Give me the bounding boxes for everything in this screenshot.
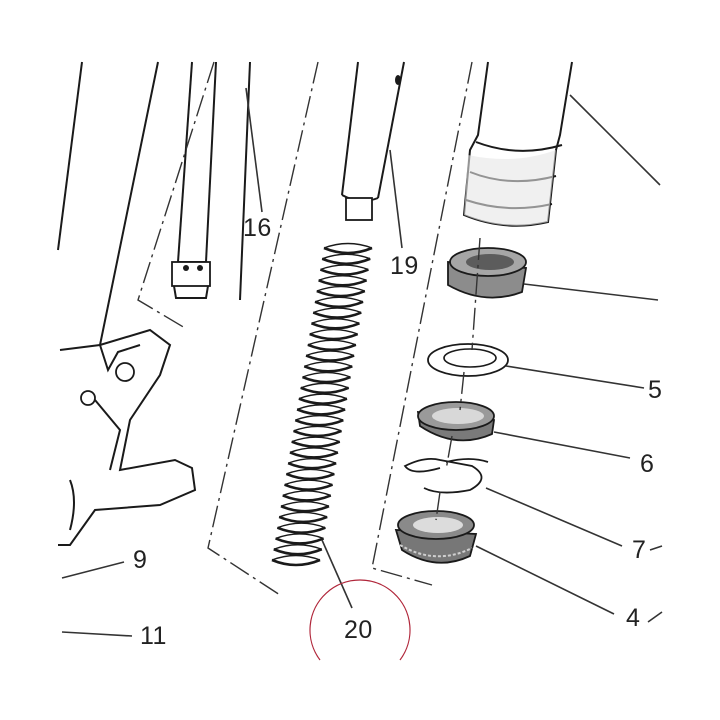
spring-coil-front (291, 440, 341, 448)
spring-coil-back (273, 544, 323, 550)
part-4-wiper (394, 510, 478, 564)
spring-coil-back (323, 242, 373, 249)
spring-coil-front (303, 365, 353, 373)
spring-coil-back (287, 457, 337, 464)
part-7-circlip (403, 457, 489, 494)
spring-coil-back (316, 285, 366, 292)
part-16-rod (171, 61, 251, 301)
spring-coil-back (289, 447, 339, 454)
spring-coil-front (316, 289, 366, 298)
spring-coil-back (311, 318, 360, 324)
spring-coil-back (271, 554, 321, 561)
callout-16: 16 (243, 214, 272, 242)
spring-coil-back (282, 490, 332, 497)
spring-coil-front (294, 418, 344, 427)
spring-coil-back (300, 382, 349, 389)
callout-9: 9 (133, 546, 148, 574)
spring-coil-back (305, 350, 355, 357)
spring-coil-front (284, 483, 334, 491)
callout-highlight-circle (309, 579, 411, 661)
spring-coil-back (321, 253, 371, 260)
spring-coil-back (275, 533, 324, 540)
spring-coil-front (275, 537, 325, 545)
spring-coil-back (312, 307, 362, 314)
spring-coil-front (287, 461, 337, 470)
fork-leg-left (57, 61, 197, 546)
spring-coil-front (280, 505, 330, 513)
callout-11: 11 (140, 622, 167, 650)
leader-lines (61, 87, 663, 637)
spring-coil-back (298, 393, 348, 400)
spring-coil-front (298, 397, 348, 405)
outer-slider (462, 61, 573, 227)
part-20-spring (271, 242, 373, 567)
spring-coil-front (271, 558, 321, 567)
part-washer (427, 343, 509, 377)
spring-coil-front (301, 375, 351, 384)
spring-coil-back (293, 425, 342, 432)
callout-19: 19 (390, 252, 419, 280)
callout-5: 5 (648, 376, 663, 404)
spring-coil-front (321, 257, 371, 266)
spring-coil-front (282, 494, 332, 502)
callout-4: 4 (626, 604, 641, 632)
callout-6: 6 (640, 450, 655, 478)
spring-coil-back (286, 468, 335, 475)
spring-coil-front (305, 354, 355, 362)
part-5-bushing (447, 247, 528, 299)
spring-coil-back (296, 404, 346, 411)
spring-coil-front (312, 311, 362, 319)
spring-coil-front (300, 386, 350, 395)
spring-coil-front (285, 472, 335, 481)
spring-coil-front (310, 322, 360, 330)
callout-20: 20 (344, 616, 373, 644)
spring-coil-back (291, 436, 340, 443)
spring-coil-back (278, 511, 328, 518)
spring-coil-front (309, 332, 359, 341)
spring-coil-front (273, 548, 323, 556)
spring-coil-back (307, 339, 357, 346)
spring-coil-back (304, 361, 353, 368)
spring-coil-back (280, 501, 330, 507)
spring-coil-front (276, 526, 326, 535)
spring-coil-back (314, 296, 364, 303)
assembly-axis-lines (137, 61, 481, 596)
spring-coil-front (318, 279, 368, 287)
spring-coil-back (318, 275, 367, 281)
spring-coil-front (278, 515, 328, 524)
spring-coil-back (295, 414, 344, 421)
spring-coil-back (302, 371, 351, 378)
spring-coil-back (320, 264, 369, 271)
spring-coil-front (314, 300, 364, 309)
spring-coil-front (319, 268, 369, 276)
part-19-tube (341, 61, 405, 221)
part-6-seal (416, 401, 496, 442)
spring-coil-back (277, 522, 326, 529)
spring-coil-front (289, 451, 339, 459)
spring-coil-front (307, 343, 357, 352)
spring-coil-front (323, 246, 373, 255)
spring-coil-front (296, 408, 346, 416)
spring-coil-back (309, 328, 358, 335)
callout-7: 7 (632, 536, 647, 564)
spring-coil-front (293, 429, 343, 438)
spring-coil-back (284, 479, 333, 486)
